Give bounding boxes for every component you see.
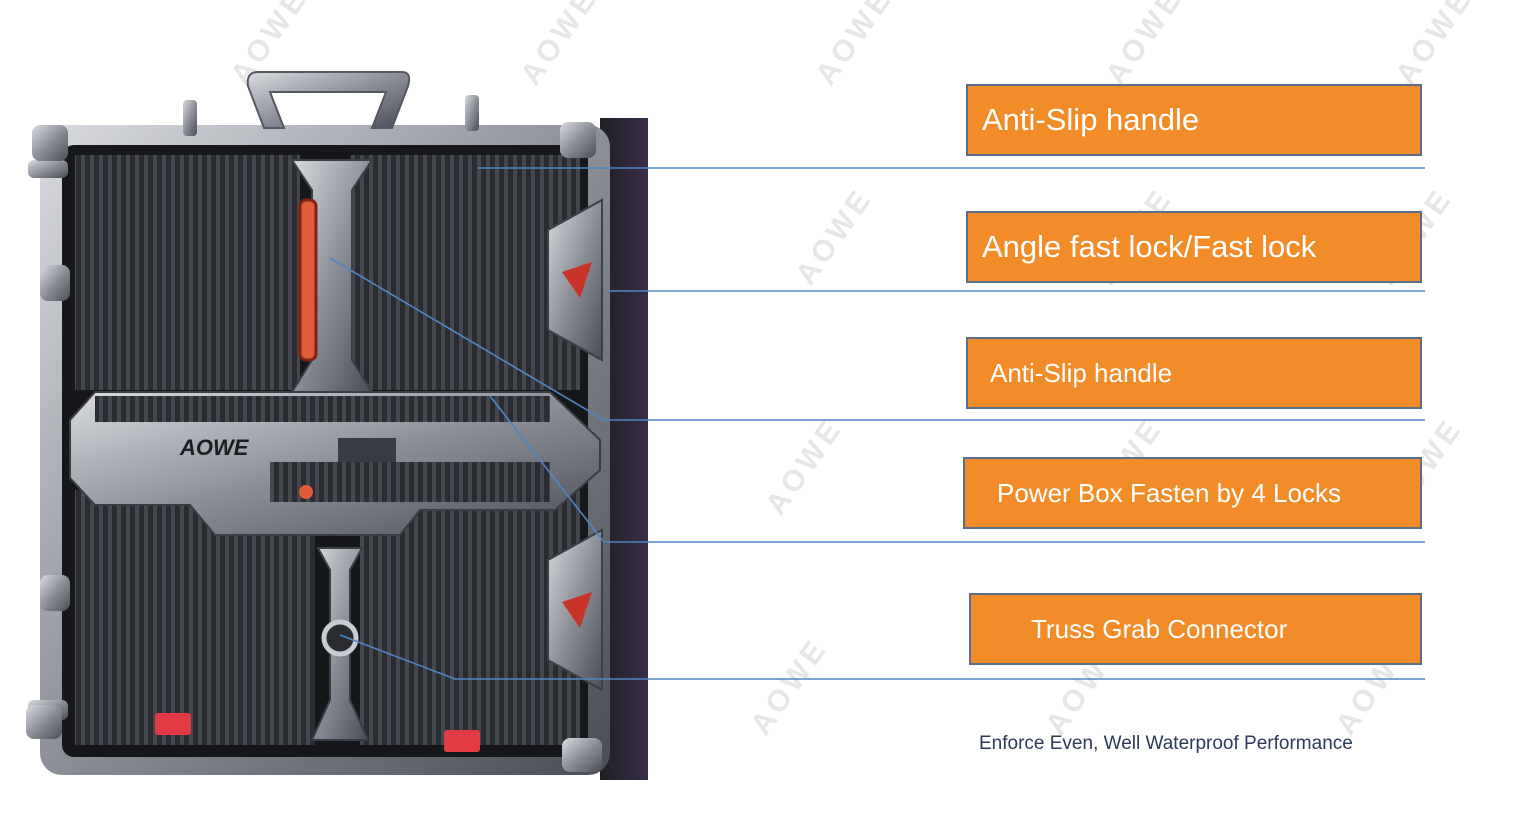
callout-label: Angle fast lock/Fast lock	[982, 229, 1317, 264]
top-handle	[246, 71, 411, 129]
side-latch-left	[28, 160, 68, 178]
side-latch-left	[40, 575, 70, 611]
callout-label: Power Box Fasten by 4 Locks	[997, 477, 1341, 508]
bottom-lock-red	[155, 713, 191, 735]
corner-bracket	[32, 125, 68, 161]
power-box-vent	[270, 462, 550, 502]
watermark: AOWE	[1389, 0, 1480, 91]
callout-angle-fast-lock: Angle fast lock/Fast lock	[966, 211, 1422, 283]
footnote: Enforce Even, Well Waterproof Performanc…	[979, 733, 1353, 754]
module-top-left	[75, 155, 300, 390]
watermark: AOWE	[809, 0, 900, 91]
alignment-pin	[183, 100, 197, 136]
watermark: AOWE	[744, 632, 835, 741]
power-indicator	[299, 485, 313, 499]
brand-logo: AOWE	[179, 435, 250, 460]
callout-label: Truss Grab Connector	[1031, 613, 1288, 644]
bottom-lock-red	[444, 730, 480, 752]
power-box-vent	[95, 396, 550, 422]
power-box-label-plate	[338, 438, 396, 462]
module-top-right	[350, 155, 580, 390]
callout-label: Anti-Slip handle	[982, 102, 1200, 137]
callout-truss-grab-connector: Truss Grab Connector	[969, 593, 1422, 665]
angle-lock-red-mark	[562, 592, 592, 628]
corner-bracket	[562, 738, 602, 772]
watermark: AOWE	[759, 412, 850, 521]
led-cabinet-illustration: AOWE	[26, 71, 648, 780]
callout-label: Anti-Slip handle	[990, 357, 1173, 388]
callout-anti-slip-handle-top: Anti-Slip handle	[966, 84, 1422, 156]
corner-bracket	[26, 705, 62, 739]
handle-grip-red	[298, 198, 318, 362]
side-latch-left	[40, 265, 70, 301]
callout-anti-slip-handle-center: Anti-Slip handle	[966, 337, 1422, 409]
corner-bracket	[560, 122, 596, 158]
watermark: AOWE	[1099, 0, 1190, 91]
alignment-pin	[465, 95, 479, 131]
truss-grab-connector	[321, 619, 359, 657]
callout-power-box: Power Box Fasten by 4 Locks	[963, 457, 1422, 529]
watermark: AOWE	[789, 182, 880, 291]
